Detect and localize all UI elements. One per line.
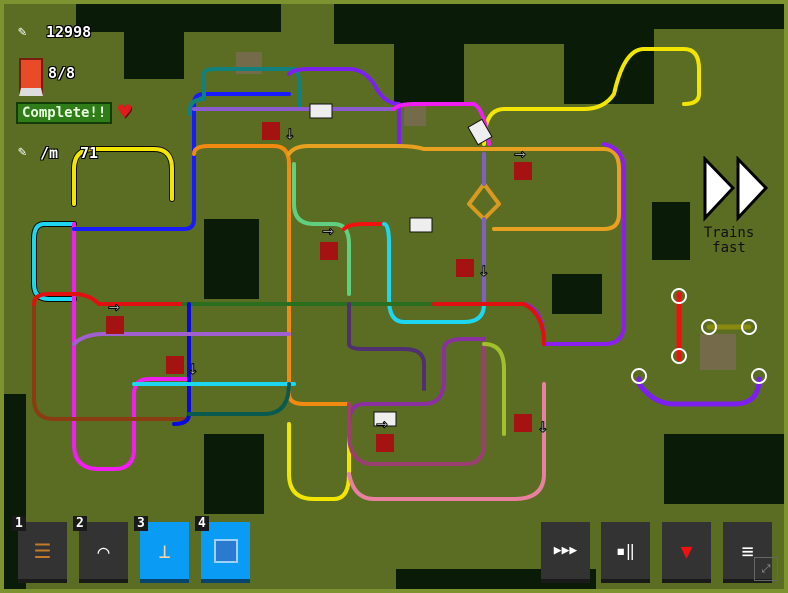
hotkey-label: 3: [134, 516, 148, 531]
speed-trains-button[interactable]: ▶▶▶: [541, 522, 590, 583]
hotkey-label: 4: [195, 516, 209, 531]
money-counter: 12998: [46, 23, 92, 41]
dirt-patch: [700, 334, 736, 370]
forest-area: [204, 434, 264, 514]
speed-label: Trains fast: [698, 226, 760, 256]
income-rate: 71: [80, 144, 99, 162]
rail-network[interactable]: ↓ → → ↓ → ↓ → ↓: [4, 4, 784, 589]
trains: [309, 103, 493, 427]
svg-text:↓: ↓: [284, 127, 296, 143]
forest-area: [564, 4, 654, 104]
hotkey-label: 2: [73, 516, 87, 531]
forest-area: [552, 274, 602, 314]
forest-area: [664, 434, 784, 504]
menu-button[interactable]: ≡: [723, 522, 772, 583]
menu-icon: ≡: [741, 538, 754, 563]
svg-text:→: →: [376, 417, 388, 433]
fast-forward-icon[interactable]: [702, 156, 768, 222]
game-map[interactable]: ↓ → → ↓ → ↓ → ↓ ✎ 12998 8/8 Complete!! ♥ ✎ /m…: [4, 4, 784, 589]
forest-area: [124, 4, 184, 79]
heart-icon: ♥: [118, 100, 132, 125]
svg-text:→: →: [322, 224, 334, 240]
fast-forward-train-icon: ▶▶▶: [553, 543, 578, 558]
svg-text:↓: ↓: [478, 264, 490, 280]
tunnel-icon: [213, 538, 238, 563]
svg-text:→: →: [108, 300, 120, 316]
station-count: 8/8: [48, 64, 76, 82]
curve-track-icon: ⌒: [97, 538, 110, 563]
svg-text:↓: ↓: [187, 362, 199, 378]
signal-icon: ⊥: [158, 538, 171, 563]
speed-label-line2: fast: [712, 240, 746, 256]
station-count-icon: [19, 58, 43, 96]
rail-track-icon: ☰: [33, 538, 52, 563]
stations: [106, 122, 532, 452]
status-badge: Complete!!: [16, 102, 113, 124]
remove-train-button[interactable]: ▼: [662, 522, 711, 583]
forest-area: [652, 202, 690, 260]
money-icon: ✎: [18, 24, 27, 40]
forest-area: [204, 219, 259, 299]
signal-arrows: ↓ → → ↓ → ↓ → ↓: [108, 127, 550, 437]
pause-trains-button[interactable]: ▪‖: [601, 522, 650, 583]
forest-area: [644, 4, 784, 29]
fullscreen-icon[interactable]: ⤢: [754, 557, 778, 581]
svg-text:↓: ↓: [537, 420, 549, 436]
remove-train-icon: ▼: [680, 538, 693, 563]
tool-tunnel-button[interactable]: 4: [195, 516, 250, 583]
income-icon: ✎: [18, 144, 27, 160]
tool-curve-button[interactable]: 2⌒: [73, 516, 128, 583]
dirt-patch: [404, 104, 426, 126]
tool-signal-button[interactable]: 3⊥: [134, 516, 189, 583]
pause-train-icon: ▪‖: [615, 541, 636, 560]
forest-area: [394, 34, 464, 104]
speed-label-line1: Trains: [703, 225, 755, 241]
tool-track-button[interactable]: 1☰: [12, 516, 67, 583]
hotkey-label: 1: [12, 516, 26, 531]
svg-text:→: →: [514, 147, 526, 163]
income-unit: /m: [40, 144, 59, 162]
